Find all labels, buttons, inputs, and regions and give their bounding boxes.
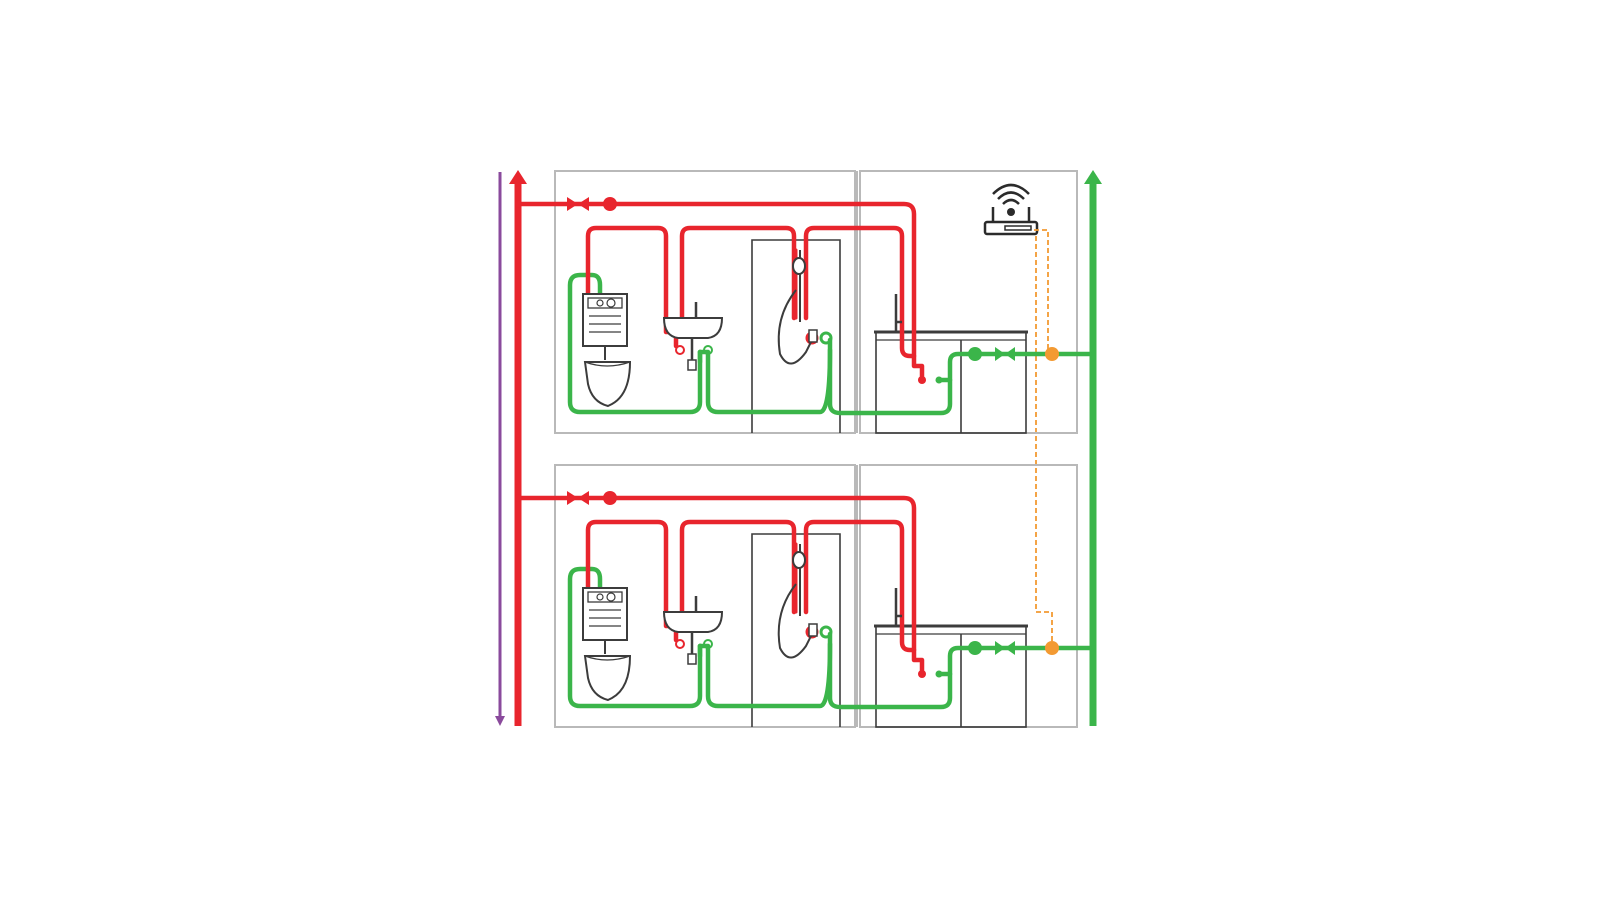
- hot-branch-shower-kitchen: [803, 519, 917, 653]
- hot-main-line: [515, 495, 925, 675]
- cold-meter-icon: [968, 347, 982, 361]
- toilet-bowl-icon: [583, 655, 632, 702]
- kitchen-outline: [859, 170, 1078, 434]
- hot-basin-valve: [675, 345, 685, 355]
- kitchen-faucet-icon: [894, 588, 902, 626]
- toilet-flush-plate: [587, 297, 623, 309]
- flush-button-small: [596, 593, 604, 601]
- flush-button-large: [606, 592, 616, 602]
- cold-meter-icon: [968, 641, 982, 655]
- washbasin-icon: [662, 317, 724, 339]
- hot-meter-icon: [603, 197, 617, 211]
- shower-hose: [777, 289, 813, 365]
- cold-branch-basin-shower: [697, 347, 833, 415]
- shower-mixer: [808, 329, 818, 343]
- hot-branch-basin-shower: [673, 225, 797, 335]
- risers: [495, 170, 1102, 726]
- cold-shower-valve: [819, 331, 833, 345]
- hot-shutoff-valve-icon: [567, 197, 578, 211]
- kitchen-faucet-icon: [894, 294, 902, 332]
- kitchen-outline: [859, 464, 1078, 728]
- cold-riser-arrow-up: [1084, 170, 1102, 184]
- signal-wire: [1034, 229, 1053, 648]
- flush-button-small: [596, 299, 604, 307]
- basin-trap: [687, 359, 697, 371]
- hot-kitchen-node: [918, 670, 926, 678]
- cold-main-line: [827, 631, 1093, 710]
- shower-mixer: [808, 623, 818, 637]
- toilet-seat: [584, 361, 631, 367]
- washbasin-icon: [662, 611, 724, 633]
- hot-meter-icon: [603, 491, 617, 505]
- hot-branch-shower-kitchen: [803, 225, 917, 359]
- hot-branch-toilet-basin: [585, 225, 679, 349]
- circulation-arrow-down: [495, 716, 505, 726]
- hot-main-line: [515, 201, 925, 381]
- bathroom-outline: [554, 170, 856, 434]
- cold-branch-toilet: [567, 566, 703, 709]
- cold-shutoff-valve-icon: [995, 641, 1005, 655]
- hot-branch-toilet-basin: [585, 519, 679, 643]
- cold-kitchen-node: [935, 670, 943, 678]
- sensor-node-icon: [1045, 641, 1059, 655]
- cold-shower-valve: [819, 625, 833, 639]
- cold-shutoff-valve-icon: [995, 347, 1005, 361]
- cold-branch-basin-shower: [697, 641, 833, 709]
- cold-branch-toilet: [567, 272, 703, 415]
- basin-trap: [687, 653, 697, 665]
- hot-branch-basin-shower: [673, 519, 797, 629]
- floor-lower: [515, 464, 1093, 728]
- shower-hose: [777, 583, 813, 659]
- cold-basin-valve: [703, 345, 713, 355]
- hot-kitchen-node: [918, 376, 926, 384]
- shower-head-icon: [792, 551, 806, 569]
- bathroom-outline: [554, 464, 856, 728]
- hot-shutoff-valve-icon: [567, 491, 578, 505]
- cold-shutoff-valve-icon-b: [1005, 641, 1015, 655]
- toilet-cistern-lines: [589, 315, 621, 333]
- cold-main-line: [827, 337, 1093, 416]
- toilet-bowl-icon: [583, 361, 632, 408]
- sensor-node-icon: [1045, 347, 1059, 361]
- hot-riser-arrow-up: [509, 170, 527, 184]
- hot-riser-tee-2: [514, 494, 522, 502]
- flush-button-large: [606, 298, 616, 308]
- wifi-router-icon: [983, 183, 1039, 236]
- floor-upper: [515, 170, 1093, 434]
- toilet-seat: [584, 655, 631, 661]
- toilet-cistern-lines: [589, 609, 621, 627]
- cold-shutoff-valve-icon-b: [1005, 347, 1015, 361]
- hot-shutoff-valve-icon-b: [578, 197, 589, 211]
- hot-riser-tee-1: [514, 200, 522, 208]
- toilet-flush-plate: [587, 591, 623, 603]
- cold-basin-valve: [703, 639, 713, 649]
- cold-kitchen-node: [935, 376, 943, 384]
- hot-basin-valve: [675, 639, 685, 649]
- hot-shutoff-valve-icon-b: [578, 491, 589, 505]
- shower-head-icon: [792, 257, 806, 275]
